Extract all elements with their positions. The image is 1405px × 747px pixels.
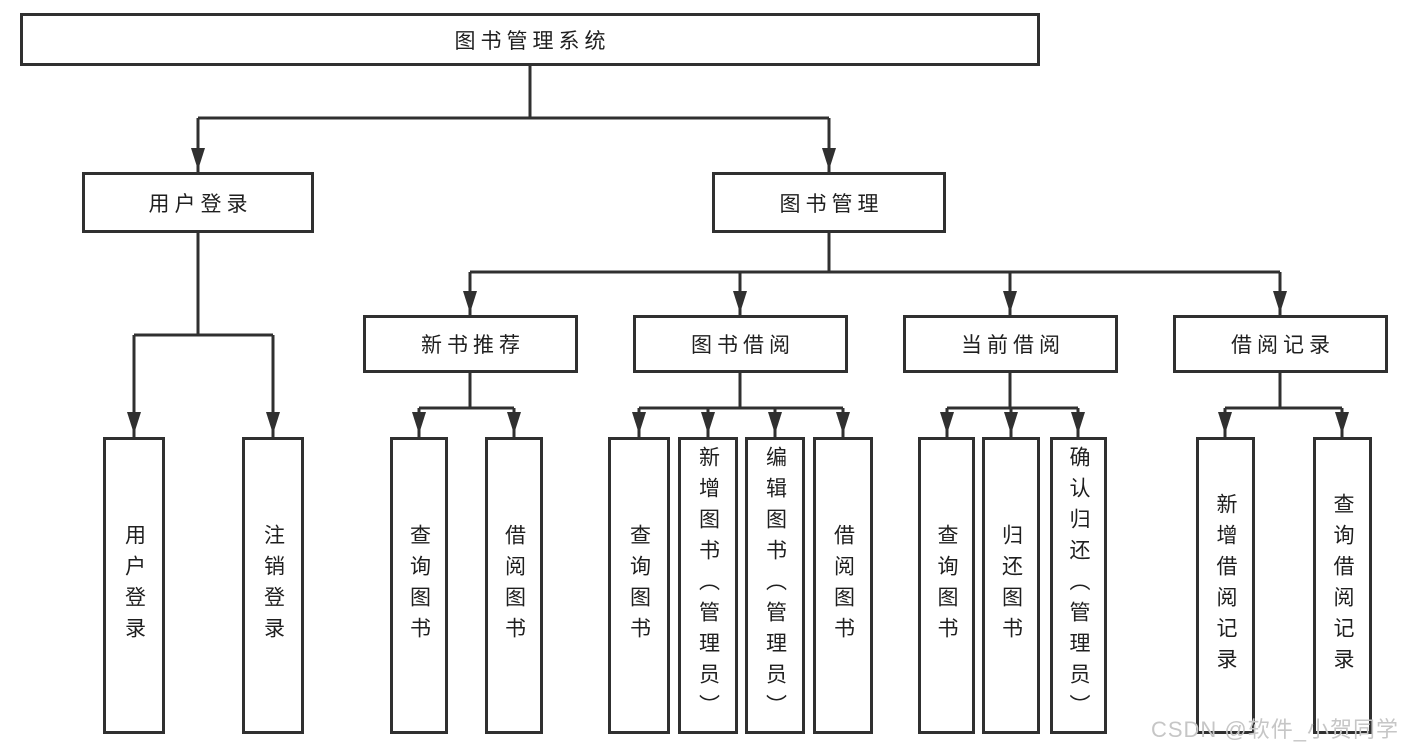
node-label: 编辑图书（管理员） [763, 446, 787, 725]
leaf-add-books-admin: 新增图书（管理员） [678, 437, 738, 734]
leaf-edit-books-admin: 编辑图书（管理员） [745, 437, 805, 734]
node-label: 归还图书 [999, 523, 1023, 648]
node-label: 用户登录 [148, 192, 253, 216]
node-label: 图书管理系统 [454, 29, 611, 53]
node-label: 借阅记录 [1231, 334, 1335, 357]
leaf-add-borrow-record: 新增借阅记录 [1196, 437, 1255, 734]
node-label: 借阅图书 [502, 523, 526, 648]
csdn-watermark: CSDN @软件_小贺同学 [1150, 717, 1399, 742]
leaf-user-login: 用户登录 [103, 437, 165, 734]
leaf-confirm-return-admin: 确认归还（管理员） [1050, 437, 1107, 734]
node-label: 借阅图书 [831, 523, 855, 648]
node-book-borrowing: 图书借阅 [633, 315, 848, 373]
node-label: 用户登录 [122, 523, 146, 648]
node-label: 新书推荐 [421, 334, 525, 357]
leaf-query-books-1: 查询图书 [390, 437, 448, 734]
node-root-system: 图书管理系统 [20, 13, 1040, 66]
arrowhead-icons [127, 148, 1349, 434]
node-label: 当前借阅 [961, 334, 1065, 357]
node-label: 新增图书（管理员） [696, 446, 720, 725]
node-new-book-recommend: 新书推荐 [363, 315, 578, 373]
node-label: 图书管理 [779, 192, 884, 216]
node-label: 确认归还（管理员） [1067, 446, 1090, 725]
node-label: 注销登录 [261, 523, 285, 648]
leaf-borrow-books-1: 借阅图书 [485, 437, 543, 734]
node-label: 查询图书 [407, 523, 431, 648]
leaf-query-books-3: 查询图书 [918, 437, 975, 734]
leaf-borrow-books-2: 借阅图书 [813, 437, 873, 734]
node-label: 图书借阅 [691, 334, 795, 357]
node-book-management: 图书管理 [712, 172, 946, 233]
leaf-query-borrow-record: 查询借阅记录 [1313, 437, 1372, 734]
leaf-return-books: 归还图书 [982, 437, 1040, 734]
leaf-logout: 注销登录 [242, 437, 304, 734]
node-user-login: 用户登录 [82, 172, 314, 233]
node-current-borrowing: 当前借阅 [903, 315, 1118, 373]
leaf-query-books-2: 查询图书 [608, 437, 670, 734]
node-label: 查询图书 [627, 523, 651, 648]
node-label: 查询借阅记录 [1331, 492, 1354, 679]
node-label: 新增借阅记录 [1214, 492, 1237, 679]
node-label: 查询图书 [935, 523, 958, 648]
node-borrowing-records: 借阅记录 [1173, 315, 1388, 373]
